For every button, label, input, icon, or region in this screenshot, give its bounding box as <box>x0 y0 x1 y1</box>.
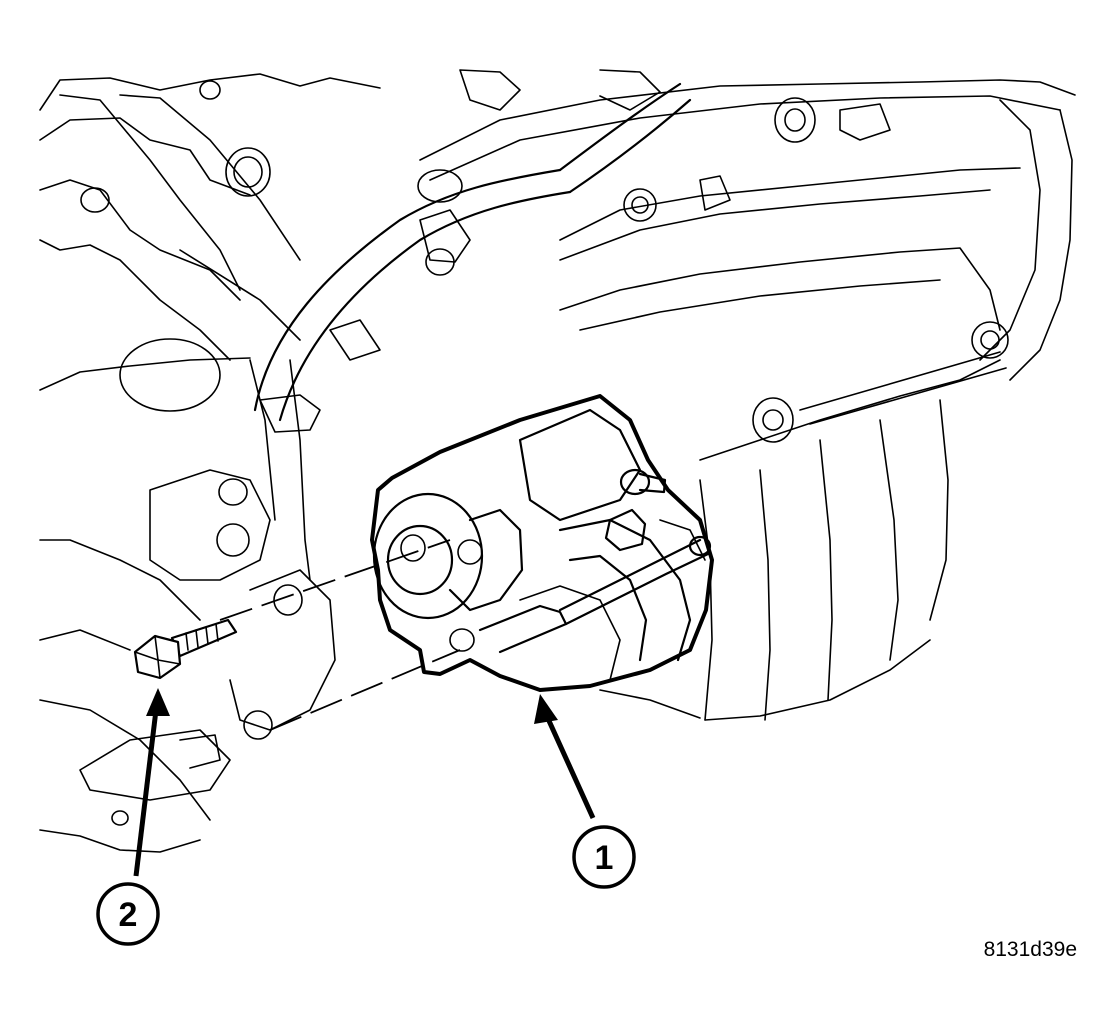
callout-2: 2 <box>96 688 170 946</box>
figure-code: 8131d39e <box>983 938 1077 961</box>
callout-1-circle <box>572 825 636 889</box>
callout-2-label: 2 <box>119 896 138 934</box>
engine-block <box>39 69 1076 853</box>
callout-2-circle <box>96 882 160 946</box>
starter-motor <box>370 394 714 692</box>
alignment-lines <box>219 539 461 731</box>
mounting-bolt <box>133 618 238 680</box>
callout-1: 1 <box>534 694 636 889</box>
callout-1-label: 1 <box>595 839 614 877</box>
